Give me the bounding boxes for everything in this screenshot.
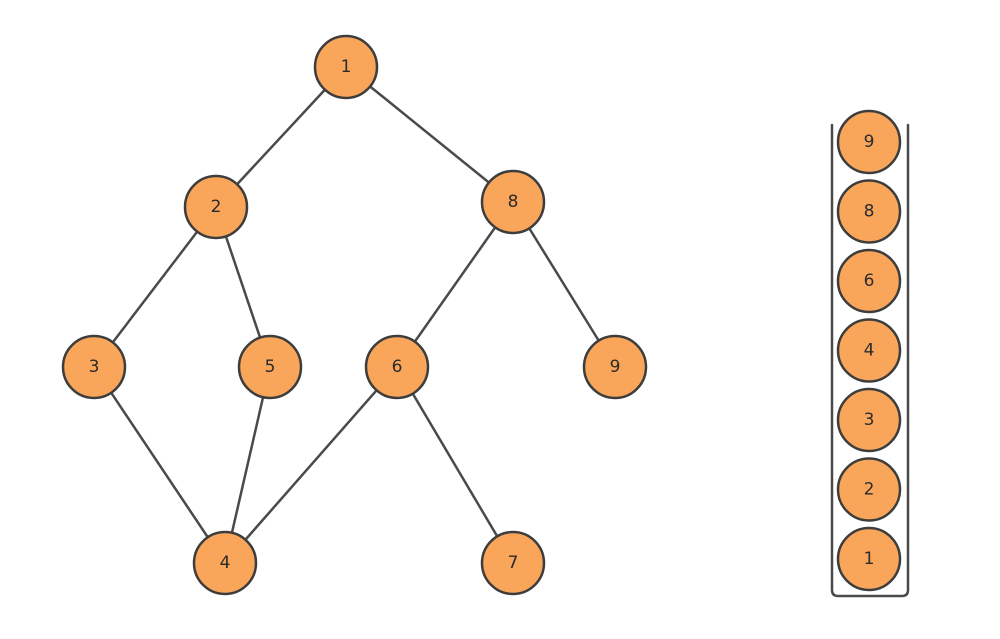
graph-node-8-label: 8 xyxy=(508,192,519,212)
graph-node-1: 1 xyxy=(313,34,379,100)
graph-node-2-label: 2 xyxy=(211,197,222,217)
edge-n8-n9 xyxy=(511,200,617,369)
edge-n3-n4 xyxy=(92,365,227,565)
stack-item-2-label: 2 xyxy=(864,480,875,500)
graph-node-6-label: 6 xyxy=(392,357,403,377)
edge-n6-n7 xyxy=(395,365,515,565)
graph-node-5: 5 xyxy=(237,334,303,400)
stack-item-9: 9 xyxy=(836,109,902,175)
edge-n5-n4 xyxy=(223,365,272,565)
edge-n8-n6 xyxy=(395,200,515,369)
stack-item-3-label: 3 xyxy=(864,410,875,430)
graph-node-4: 4 xyxy=(192,530,258,596)
graph-nodes: 1 2 8 3 5 6 9 4 7 xyxy=(61,34,648,596)
stack-item-9-circle xyxy=(836,109,902,175)
graph-node-4-circle xyxy=(192,530,258,596)
stack-item-2-circle xyxy=(836,457,902,522)
graph-node-8: 8 xyxy=(480,169,546,235)
graph-node-2-circle xyxy=(183,174,249,240)
graph-node-3: 3 xyxy=(61,334,127,400)
graph-node-3-label: 3 xyxy=(89,357,100,377)
stack-item-4-circle xyxy=(836,318,902,383)
stack-item-8: 8 xyxy=(836,179,902,244)
graph-node-5-circle xyxy=(237,334,303,400)
stack-item-8-label: 8 xyxy=(864,202,875,222)
stack-items: 9 8 6 4 3 2 1 xyxy=(836,109,902,592)
stack-item-1-circle xyxy=(836,526,902,592)
graph-node-2: 2 xyxy=(183,174,249,240)
edge-n6-n4 xyxy=(223,365,399,565)
graph-node-9-label: 9 xyxy=(610,357,621,377)
graph-node-7: 7 xyxy=(480,530,546,596)
graph-edges xyxy=(92,65,617,565)
graph-node-1-label: 1 xyxy=(341,57,352,77)
stack-item-6-circle xyxy=(836,248,902,314)
stack-item-3-circle xyxy=(836,387,902,453)
graph-node-3-circle xyxy=(61,334,127,400)
graph-node-9-circle xyxy=(582,334,648,400)
graph-node-6: 6 xyxy=(364,334,430,400)
stack-container xyxy=(830,123,910,598)
edge-n1-n8 xyxy=(344,65,515,204)
edge-n2-n3 xyxy=(92,205,218,369)
stack-item-1-label: 1 xyxy=(864,549,875,569)
stack-item-4: 4 xyxy=(836,318,902,383)
graph-node-7-label: 7 xyxy=(508,553,519,573)
graph-node-8-circle xyxy=(480,169,546,235)
stack-item-4-label: 4 xyxy=(864,341,875,361)
stack-item-3: 3 xyxy=(836,387,902,453)
stack-item-1: 1 xyxy=(836,526,902,592)
graph-node-4-label: 4 xyxy=(220,553,231,573)
stack-item-6: 6 xyxy=(836,248,902,314)
graph-node-6-circle xyxy=(364,334,430,400)
stack-item-2: 2 xyxy=(836,457,902,522)
stack-item-8-circle xyxy=(836,179,902,244)
graph-node-1-circle xyxy=(313,34,379,100)
graph-node-9: 9 xyxy=(582,334,648,400)
stack-item-6-label: 6 xyxy=(864,271,875,291)
graph-node-7-circle xyxy=(480,530,546,596)
graph-node-5-label: 5 xyxy=(265,357,276,377)
stack-item-9-label: 9 xyxy=(864,132,875,152)
